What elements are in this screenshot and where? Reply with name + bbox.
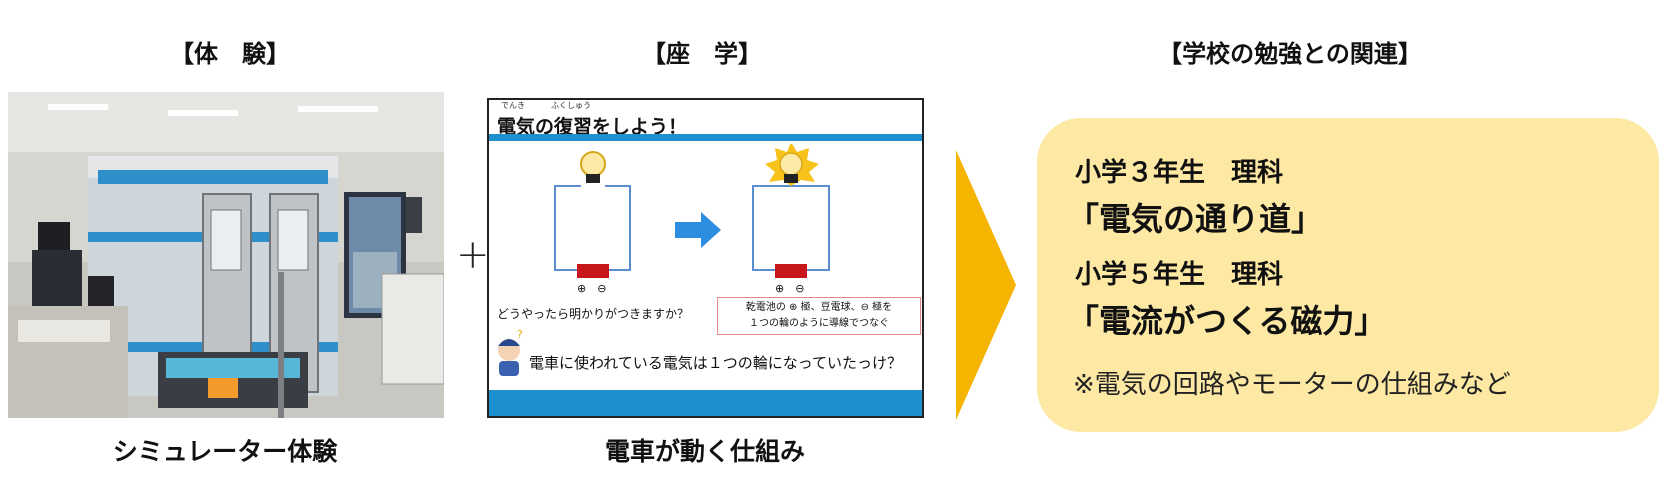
- closed-circuit-wire: [752, 185, 830, 271]
- question-2: 電車に使われている電気は１つの輪になっていたっけ？: [529, 354, 903, 372]
- chevron-arrow-icon: [956, 150, 1016, 420]
- ruby-fukushuu: ふくしゅう: [551, 101, 591, 110]
- lecture-slide: でんき ふくしゅう 電気の復習をしよう！ ⊕ ⊖ ⊕ ⊖ どうやったら明かりがつ…: [487, 98, 924, 418]
- slide-title: 電気の復習をしよう！: [497, 116, 688, 138]
- grade3-topic: 「電気の通り道」: [1067, 200, 1324, 238]
- bulb-socket-icon: [586, 174, 600, 183]
- circuit-diagram: [554, 144, 830, 278]
- heading-relation: 【学校の勉強との関連】: [1158, 40, 1422, 68]
- student-icon: ?: [498, 328, 523, 376]
- heading-experience: 【体 験】: [170, 40, 290, 68]
- note-line-1: 乾電池の ⊕ 極、豆電球、⊖ 極を: [745, 302, 893, 313]
- svg-text:?: ?: [517, 328, 523, 341]
- caption-lecture: 電車が動く仕組み: [604, 437, 805, 466]
- simulator-photo: [8, 92, 444, 418]
- battery-icon: [577, 264, 609, 278]
- grade5-topic: 「電流がつくる磁力」: [1067, 302, 1387, 340]
- bulb-icon: [580, 151, 606, 177]
- plus-sign: +: [456, 232, 490, 278]
- answer-note: 乾電池の ⊕ 極、豆電球、⊖ 極を １つの輪のように導線でつなぐ: [717, 297, 921, 335]
- right-arrow-icon: [675, 212, 721, 248]
- battery-icon-2: [775, 264, 807, 278]
- grade5-label: 小学５年生 理科: [1075, 260, 1284, 290]
- ruby-denki: でんき: [501, 101, 525, 110]
- terminals-right: ⊕ ⊖: [775, 282, 805, 295]
- curriculum-box: 小学３年生 理科 「電気の通り道」 小学５年生 理科 「電流がつくる磁力」 ※電…: [1037, 118, 1659, 432]
- slide-top-bar: [489, 134, 922, 141]
- relation-note: ※電気の回路やモーターの仕組みなど: [1073, 370, 1511, 400]
- slide-bottom-bar: [489, 390, 922, 416]
- open-circuit-wire: [554, 185, 631, 271]
- note-line-2: １つの輪のように導線でつなぐ: [749, 318, 889, 329]
- heading-lecture: 【座 学】: [642, 40, 762, 68]
- question-1: どうやったら明かりがつきますか？: [497, 307, 690, 321]
- terminals-left: ⊕ ⊖: [577, 282, 607, 295]
- grade3-label: 小学３年生 理科: [1075, 158, 1284, 188]
- caption-experience: シミュレーター体験: [112, 437, 338, 466]
